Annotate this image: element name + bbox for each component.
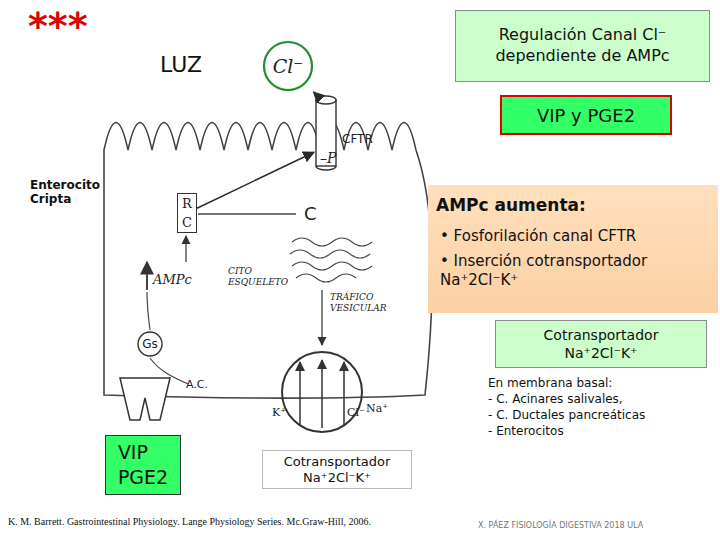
effect-item: • Inserción cotransportador Na⁺2Cl⁻K⁺ [436, 252, 708, 290]
agonist-text: VIP PGE2 [118, 440, 168, 489]
footer-credit: X. PÁEZ FISIOLOGÍA DIGESTIVA 2018 ULA [478, 521, 643, 531]
traffic-arrow [321, 290, 322, 345]
ion-label: Na⁺ [366, 402, 388, 415]
circle-outline [264, 42, 312, 90]
campc-arrow [185, 236, 186, 262]
title-box: Regulación Canal Cl⁻ dependiente de AMPc [455, 10, 710, 82]
pka-link [198, 213, 296, 214]
cotransporter-label: Cotransportador Na⁺2Cl⁻K⁺ [262, 450, 412, 489]
ion-arrow [299, 362, 301, 425]
cytoskeleton [290, 250, 370, 258]
gs-text: Gs [142, 337, 158, 351]
cotransporter-text: Cotransportador Na⁺2Cl⁻K⁺ [526, 326, 676, 362]
citation: K. M. Barrett. Gastrointestinal Physiolo… [8, 516, 371, 528]
pka-subunit: R [182, 197, 192, 210]
decoration-stars: *** [28, 4, 88, 50]
note-line: En membrana basal: [488, 376, 612, 390]
ion-label: Cl⁻ [347, 406, 365, 419]
note-line: - C. Acinares salivales, [488, 392, 623, 406]
channel-name: CFTR [342, 132, 373, 146]
phosphate-label: –P [320, 150, 336, 167]
chloride-ion-circle: Cl⁻ [262, 40, 314, 92]
receptor-symbol [120, 378, 170, 420]
cylinder-bottom [316, 166, 336, 170]
cylinder-body [316, 100, 336, 166]
cytoskeleton [292, 262, 372, 270]
ac-link [147, 292, 150, 330]
cell-membrane [104, 123, 432, 399]
effect-heading: AMPc aumenta: [436, 195, 708, 215]
cylinder-top [316, 96, 336, 104]
effect-box: AMPc aumenta: • Fosforilación canal CFTR •… [428, 185, 718, 313]
region-label: LUZ [160, 52, 202, 78]
connector-arrow [197, 152, 314, 208]
note-line: - Enterocitos [488, 424, 564, 438]
pka-box: RC [177, 193, 197, 233]
cytoskeleton [296, 274, 356, 282]
increase-arrow [146, 262, 148, 290]
process-label: TRÁFICO VESICULAR [330, 292, 400, 314]
catalytic-label: C [304, 203, 317, 225]
connector-arrow [314, 92, 316, 94]
gs-protein-circle: Gs [136, 330, 164, 358]
agonist-box: VIP y PGE2 [500, 95, 672, 135]
cytoskeleton [292, 238, 372, 246]
cotransporter-box: Cotransportador Na⁺2Cl⁻K⁺ [495, 320, 707, 368]
ion-text: Cl⁻ [273, 55, 304, 77]
note-line: - C. Ductales pancreáticas [488, 408, 645, 422]
pka-subunit: C [182, 216, 192, 229]
agonist-box: VIP PGE2 [105, 435, 181, 495]
ion-arrow [321, 360, 323, 428]
second-messenger-label: AMPc [153, 272, 192, 288]
structure-label: CITO ESQUELETO [228, 266, 288, 288]
effect-item: • Fosforilación canal CFTR [436, 227, 708, 246]
cotransporter-symbol [282, 352, 362, 432]
title-text: Regulación Canal Cl⁻ dependiente de AMPc [466, 25, 699, 67]
cell-label: Enterocito Cripta [30, 178, 130, 207]
ion-label: K⁺ [272, 406, 286, 419]
enzyme-label: A.C. [186, 378, 208, 391]
agonist-text: VIP y PGE2 [537, 105, 635, 126]
ion-arrow [343, 362, 345, 425]
circle-outline [138, 332, 162, 356]
